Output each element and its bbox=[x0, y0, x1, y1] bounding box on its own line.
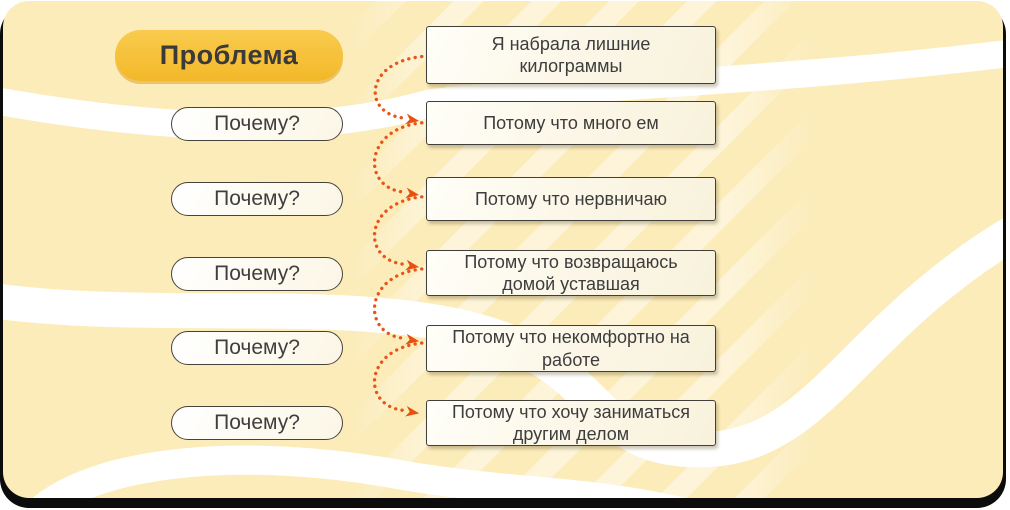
why-pill-1: Почему? bbox=[171, 107, 343, 141]
why-pill-5: Почему? bbox=[171, 406, 343, 440]
five-whys-diagram: Проблема Почему? Почему? Почему? Почему?… bbox=[3, 1, 1003, 498]
answer-box-1: Потому что много ем bbox=[426, 101, 716, 145]
why-pill-4: Почему? bbox=[171, 331, 343, 365]
answer-box-5: Потому что хочу заниматься другим делом bbox=[426, 400, 716, 446]
why-pill-3: Почему? bbox=[171, 257, 343, 291]
answer-box-4: Потому что некомфортно на работе bbox=[426, 325, 716, 372]
problem-statement-box: Я набрала лишние килограммы bbox=[426, 26, 716, 84]
why-pill-2: Почему? bbox=[171, 182, 343, 216]
answer-box-2: Потому что нервничаю bbox=[426, 177, 716, 221]
answer-box-3: Потому что возвращаюсь домой уставшая bbox=[426, 250, 716, 296]
problem-label-pill: Проблема bbox=[115, 30, 343, 81]
